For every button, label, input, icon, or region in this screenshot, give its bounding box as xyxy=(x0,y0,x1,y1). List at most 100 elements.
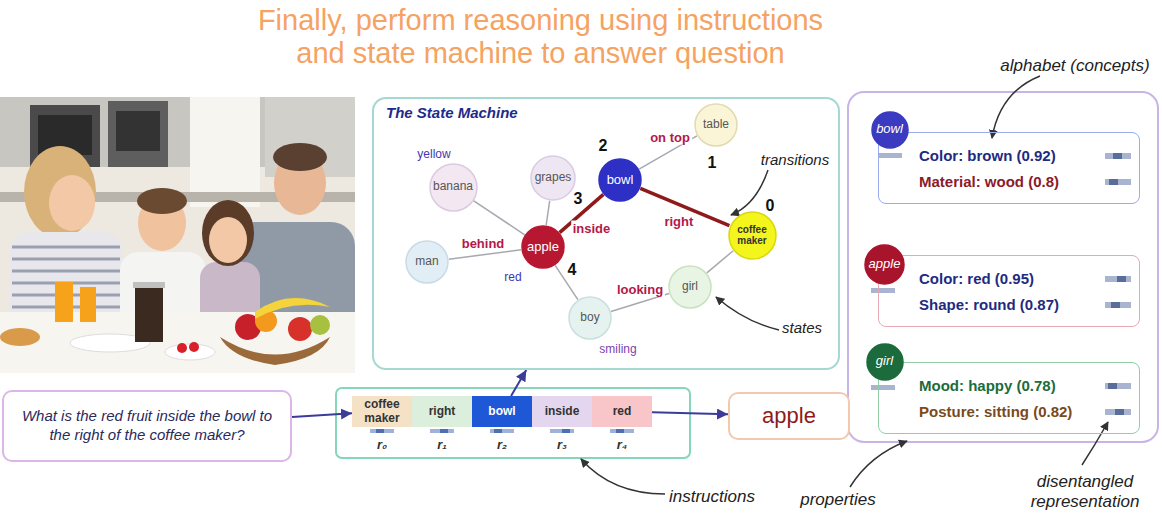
edge-label: behind xyxy=(460,235,507,250)
vector-bar xyxy=(1105,153,1131,159)
state-node: girl xyxy=(668,265,712,309)
vector-bar xyxy=(1105,302,1131,308)
vector-bar xyxy=(871,288,895,293)
state-name: bowl xyxy=(607,173,634,187)
instruction-strip xyxy=(336,388,690,458)
connector xyxy=(652,412,728,414)
apple-fruit xyxy=(288,317,312,341)
concept-tab: girl xyxy=(866,343,904,381)
concept-name: bowl xyxy=(876,122,903,136)
step-number: 3 xyxy=(574,189,583,208)
edge-label-holder: right xyxy=(662,214,695,229)
vector-bar xyxy=(1105,276,1131,282)
leader-arrow xyxy=(581,459,665,494)
property-card: Color: red (0.95)Shape: round (0.87)appl… xyxy=(878,255,1140,327)
instruction-vector-name: r₀ xyxy=(377,437,387,453)
step-number: 2 xyxy=(599,136,608,155)
instruction-cell: right xyxy=(412,396,472,427)
state-node: man xyxy=(405,240,449,284)
title-holder: Finally, perform reasoning using instruc… xyxy=(243,4,838,71)
label-holder: r₃ xyxy=(557,437,567,453)
window xyxy=(190,97,260,207)
edge-label: inside xyxy=(571,220,613,235)
label-holder: 0 xyxy=(766,196,775,215)
label-holder: red xyxy=(504,270,521,284)
concept-name: apple xyxy=(869,257,901,271)
connector xyxy=(611,294,669,312)
answer-text: apple xyxy=(762,402,816,430)
fruit-bowl xyxy=(220,337,330,365)
instruction-cell: inside xyxy=(532,396,592,427)
strawberry xyxy=(177,343,187,353)
answer-box: apple xyxy=(728,392,850,440)
property-line: Mood: happy (0.78) xyxy=(919,373,1127,399)
question-text: What is the red fruit inside the bowl to… xyxy=(18,407,276,445)
state-node: boy xyxy=(568,296,612,340)
wall xyxy=(0,97,355,373)
label-holder: yellow xyxy=(417,147,450,161)
strawberry xyxy=(189,342,199,352)
juice-glass xyxy=(55,282,73,322)
instruction-vector-name: r₂ xyxy=(497,437,507,453)
label-holder: instructions xyxy=(669,487,755,507)
annotation: states xyxy=(782,319,822,337)
label-holder: states xyxy=(782,319,822,337)
instruction-vector-name: r₄ xyxy=(617,437,627,453)
instruction-vector-name: r₃ xyxy=(557,437,567,453)
instruction-text: red xyxy=(613,405,632,418)
vector-bar xyxy=(610,429,634,433)
french-press xyxy=(135,287,163,342)
leader-arrow xyxy=(716,297,779,330)
property-line: Color: red (0.95) xyxy=(919,266,1127,292)
croissant xyxy=(0,328,40,346)
vector-bar xyxy=(370,429,394,433)
vector-bar xyxy=(878,153,902,158)
connector xyxy=(449,250,521,259)
vector-bar xyxy=(871,385,895,390)
step-number: 4 xyxy=(568,260,577,279)
annotation: disentangled representation xyxy=(1010,472,1160,513)
man-hair xyxy=(273,143,327,171)
annotation: instructions xyxy=(669,487,755,507)
instruction-text: right xyxy=(429,405,456,418)
annotation: properties xyxy=(800,490,876,510)
label-holder: 3 xyxy=(574,189,583,208)
vector-bar xyxy=(1111,302,1120,308)
leader-arrow xyxy=(731,170,768,215)
state-node: grapes xyxy=(530,155,576,201)
girl-hair xyxy=(202,200,254,266)
vector-bar xyxy=(1113,153,1122,159)
vector-bar xyxy=(1117,276,1126,282)
circle-outline xyxy=(695,104,737,146)
connector xyxy=(707,251,733,273)
state-node: coffee maker xyxy=(728,211,777,260)
annotation: alphabet (concepts) xyxy=(1000,56,1149,76)
instruction-vector-name: r₁ xyxy=(437,437,447,453)
circle-outline xyxy=(872,112,908,148)
edge-label-holder: inside xyxy=(571,220,613,235)
label-holder: properties xyxy=(800,490,876,510)
instruction-text: inside xyxy=(545,405,580,418)
boy-hair xyxy=(137,188,187,214)
juice-glass xyxy=(80,287,96,322)
state-name: banana xyxy=(433,180,473,193)
property-card: Color: brown (0.92)Material: wood (0.8)b… xyxy=(878,132,1140,204)
vector-bar xyxy=(1109,179,1118,185)
circle-outline xyxy=(430,164,477,211)
vector-bar xyxy=(490,429,514,433)
vector-bar xyxy=(376,429,384,433)
vector-bar xyxy=(562,429,570,433)
circle-outline xyxy=(406,241,448,283)
circle-outline xyxy=(569,297,611,339)
property-line: Material: wood (0.8) xyxy=(919,169,1127,195)
instruction-vectors xyxy=(370,429,634,433)
vector-bar xyxy=(1105,179,1131,185)
question-box: What is the red fruit inside the bowl to… xyxy=(2,390,292,462)
circle-outline xyxy=(522,226,564,268)
cabinets xyxy=(265,97,355,177)
connector xyxy=(292,413,352,417)
label-holder: disentangled representation xyxy=(1010,472,1160,513)
state-name: apple xyxy=(527,240,559,254)
label-holder: transitions xyxy=(761,151,829,169)
step-number: 0 xyxy=(766,196,775,215)
